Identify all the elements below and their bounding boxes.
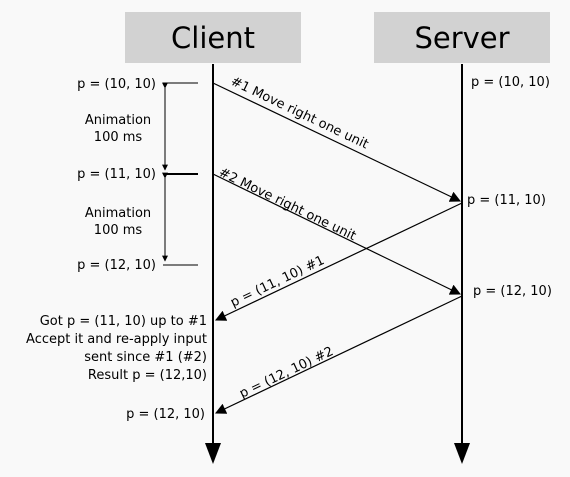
client-header-box: [125, 12, 301, 63]
message-reply-1-arrow: [215, 202, 463, 321]
animation-1-duration: 100 ms: [94, 130, 143, 145]
animation-2-duration: 100 ms: [94, 223, 143, 238]
message-move-1-label: #1 Move right one unit: [228, 74, 370, 152]
server-position-2: p = (12, 10): [473, 284, 552, 299]
message-move-1-arrow: [212, 82, 461, 202]
server-position-0: p = (10, 10): [471, 75, 550, 90]
server-position-1: p = (11, 10): [467, 193, 546, 208]
client-lifeline-arrowhead: [205, 443, 221, 464]
animation-2-label: Animation: [85, 206, 151, 221]
message-move-2-arrow: [212, 173, 461, 295]
client-header: Client: [171, 21, 255, 55]
server-lifeline-arrowhead: [454, 443, 470, 464]
client-position-2: p = (12, 10): [77, 258, 156, 273]
message-reply-1-label: p = (11, 10) #1: [228, 253, 327, 311]
reconcile-note-line-1: Got p = (11, 10) up to #1: [40, 314, 207, 329]
message-move-2-label: #2 Move right one unit: [216, 165, 358, 244]
client-position-0: p = (10, 10): [77, 77, 156, 92]
message-reply-2-arrow: [215, 295, 463, 414]
message-reply-2-label: p = (12, 10) #2: [237, 344, 336, 402]
animation-1-label: Animation: [85, 113, 151, 128]
reconcile-note-line-3: sent since #1 (#2): [84, 350, 207, 365]
client-position-1: p = (11, 10): [77, 167, 156, 182]
client-position-final: p = (12, 10): [126, 407, 205, 422]
server-header-box: [374, 12, 550, 63]
reconcile-note-line-4: Result p = (12,10): [88, 368, 207, 383]
reconcile-note-line-2: Accept it and re-apply input: [26, 332, 207, 347]
server-header: Server: [414, 21, 509, 55]
